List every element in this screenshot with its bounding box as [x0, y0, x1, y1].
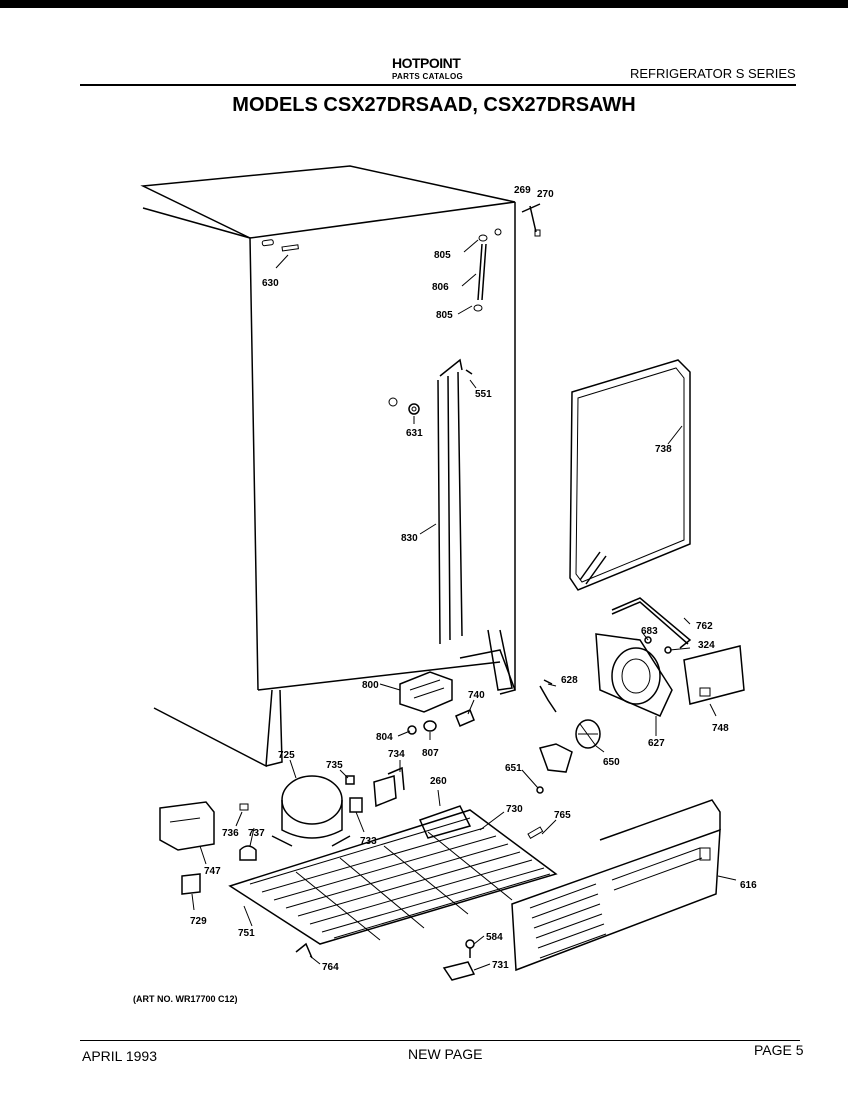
callout-737: 737: [248, 828, 265, 839]
callout-736: 736: [222, 828, 239, 839]
art-number: (ART NO. WR17700 C12): [133, 994, 238, 1004]
callout-806: 806: [432, 282, 449, 293]
callout-800: 800: [362, 680, 379, 691]
callout-765: 765: [554, 810, 571, 821]
callout-631: 631: [406, 428, 423, 439]
callout-740: 740: [468, 690, 485, 701]
rear-cover-drawing: [442, 799, 721, 981]
callout-738: 738: [655, 444, 672, 455]
callout-747: 747: [204, 866, 221, 877]
leader-lines: [191, 239, 737, 971]
callout-551: 551: [475, 389, 492, 400]
callout-748: 748: [712, 723, 729, 734]
cabinet-drawing: [140, 165, 516, 768]
callout-751: 751: [238, 928, 255, 939]
callout-269: 269: [514, 185, 531, 196]
compressor-drawing: [239, 766, 405, 861]
drain-tube-drawing: [473, 203, 541, 312]
callout-729: 729: [190, 916, 207, 927]
callout-733: 733: [360, 836, 377, 847]
callout-731: 731: [492, 960, 509, 971]
callout-683: 683: [641, 626, 658, 637]
callout-628: 628: [561, 675, 578, 686]
callout-270: 270: [537, 189, 554, 200]
callout-730: 730: [506, 804, 523, 815]
callout-805-top: 805: [434, 250, 451, 261]
bracket-drawing: [159, 801, 215, 895]
condenser-drawing: [228, 805, 558, 959]
series-label: REFRIGERATOR S SERIES: [630, 66, 796, 81]
callout-650: 650: [603, 757, 620, 768]
footer-rule: [80, 1040, 800, 1041]
callout-830: 830: [401, 533, 418, 544]
header-rule: [80, 84, 796, 86]
top-border: [0, 0, 848, 8]
callout-807: 807: [422, 748, 439, 759]
callout-725: 725: [278, 750, 295, 761]
callout-804: 804: [376, 732, 393, 743]
footer-page-number: PAGE 5: [754, 1042, 804, 1058]
callout-764: 764: [322, 962, 339, 973]
brand-name: HOTPOINT: [392, 55, 461, 71]
page-title: MODELS CSX27DRSAAD, CSX27DRSAWH: [232, 94, 636, 116]
footer-date: APRIL 1993: [82, 1048, 157, 1064]
fan-assembly-drawing: [536, 597, 745, 794]
callout-584: 584: [486, 932, 503, 943]
callout-627: 627: [648, 738, 665, 749]
callout-805-bottom: 805: [436, 310, 453, 321]
callout-762: 762: [696, 621, 713, 632]
gasket-drawing: [569, 359, 691, 591]
callout-651: 651: [505, 763, 522, 774]
footer-note: NEW PAGE: [408, 1046, 483, 1062]
callout-616: 616: [740, 880, 757, 891]
callout-735: 735: [326, 760, 343, 771]
callout-630: 630: [262, 278, 279, 289]
callout-734: 734: [388, 749, 405, 760]
catalog-label: PARTS CATALOG: [392, 72, 464, 81]
callout-260: 260: [430, 776, 447, 787]
callout-324: 324: [698, 640, 715, 651]
valve-drawing: [399, 671, 475, 735]
